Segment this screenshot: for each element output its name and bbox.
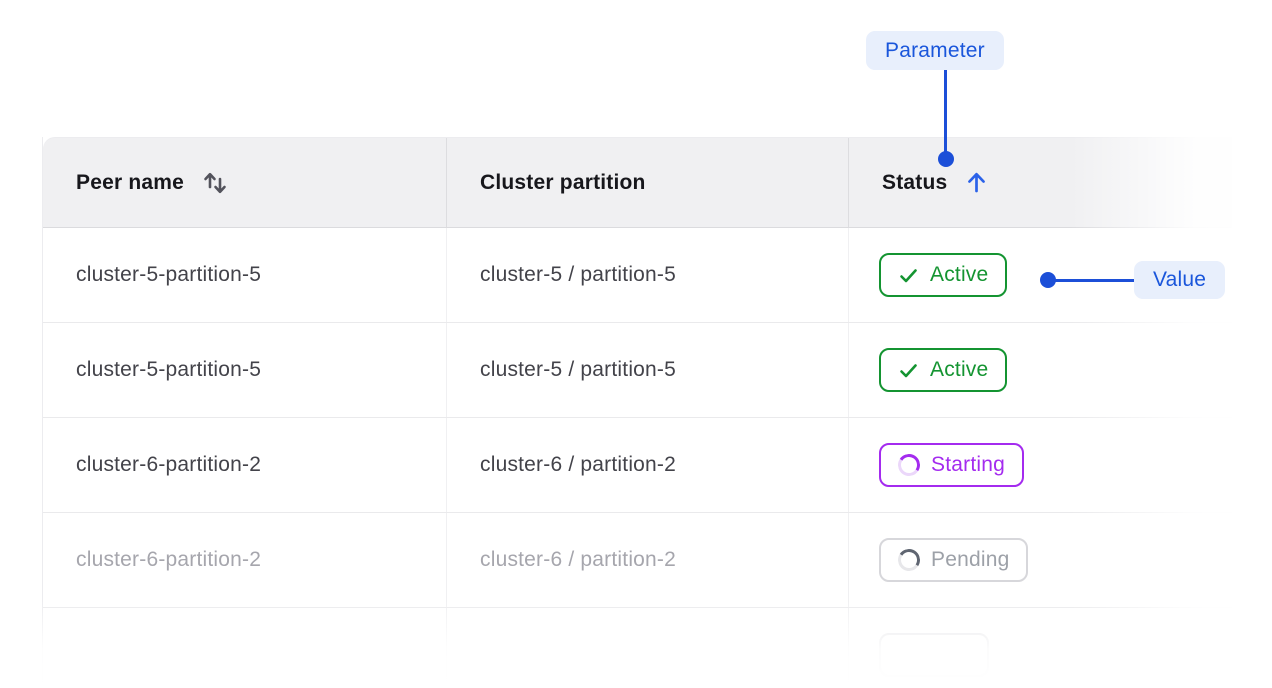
cluster-partition-cell: cluster-5 / partition-5: [447, 228, 849, 322]
table-row: cluster-6-partition-2 cluster-6 / partit…: [43, 418, 1232, 513]
column-header-status[interactable]: Status: [849, 138, 1232, 227]
check-icon: [898, 265, 919, 286]
column-header-label: Status: [882, 170, 948, 194]
table-row: [43, 608, 1232, 688]
status-cell: [849, 608, 1232, 688]
cluster-partition-cell: cluster-5 / partition-5: [447, 323, 849, 417]
peer-name-cell: cluster-5-partition-5: [43, 323, 447, 417]
check-icon: [898, 360, 919, 381]
column-header-peer-name[interactable]: Peer name: [43, 138, 447, 227]
parameter-annotation-label: Parameter: [885, 38, 985, 62]
status-badge-active: Active: [879, 348, 1008, 392]
status-cell: Pending: [849, 513, 1232, 607]
column-header-cluster-partition[interactable]: Cluster partition: [447, 138, 849, 227]
status-badge-label: Pending: [931, 548, 1010, 571]
column-header-label: Peer name: [76, 170, 185, 194]
table-row: cluster-5-partition-5 cluster-5 / partit…: [43, 228, 1232, 323]
status-badge-label: Starting: [931, 453, 1005, 476]
status-badge-starting: Starting: [879, 443, 1024, 487]
spinner-icon: [895, 546, 923, 574]
peers-table: Peer name Cluster partition Status: [42, 137, 1232, 688]
column-header-label: Cluster partition: [480, 170, 646, 194]
value-annotation-pill: Value: [1134, 261, 1226, 299]
peer-name-cell: cluster-6-partition-2: [43, 418, 447, 512]
value-annotation-label: Value: [1153, 268, 1207, 291]
status-badge-pending: Pending: [879, 538, 1029, 582]
status-cell: Starting: [849, 418, 1232, 512]
cluster-partition-cell: cluster-6 / partition-2: [447, 513, 849, 607]
status-cell: Active: [849, 228, 1232, 322]
cluster-partition-cell: cluster-6 / partition-2: [447, 418, 849, 512]
status-badge-label: Active: [930, 263, 989, 286]
table-header-row: Peer name Cluster partition Status: [43, 137, 1232, 228]
status-badge-label: Active: [930, 358, 989, 381]
cluster-partition-cell: [447, 608, 849, 688]
parameter-annotation-pill: Parameter: [866, 31, 1004, 70]
sort-arrows-icon[interactable]: [201, 169, 229, 197]
table-row: cluster-5-partition-5 cluster-5 / partit…: [43, 323, 1232, 418]
parameter-annotation-line: [944, 70, 947, 152]
status-badge-active: Active: [879, 253, 1008, 297]
peer-name-cell: cluster-6-partition-2: [43, 513, 447, 607]
status-cell: Active: [849, 323, 1232, 417]
arrow-up-icon[interactable]: [964, 170, 989, 195]
parameter-annotation-dot: [938, 151, 954, 167]
spinner-icon: [895, 451, 923, 479]
peer-name-cell: [43, 608, 447, 688]
table-row: cluster-6-partition-2 cluster-6 / partit…: [43, 513, 1232, 608]
peer-name-cell: cluster-5-partition-5: [43, 228, 447, 322]
status-badge-faded: [879, 633, 989, 677]
value-annotation-line: [1048, 279, 1135, 282]
